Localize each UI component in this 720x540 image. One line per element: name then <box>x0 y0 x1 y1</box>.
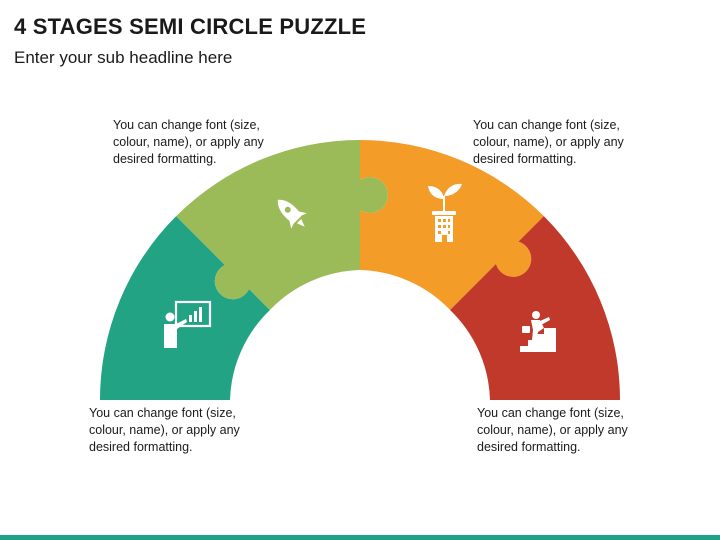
puzzle-segment-1 <box>100 216 270 400</box>
rocket-icon <box>277 199 307 229</box>
plant-growth-icon <box>428 183 462 242</box>
stage-4-description: You can change font (size, colour, name)… <box>477 406 628 454</box>
puzzle-segment-2 <box>176 139 388 310</box>
puzzle-segment-4 <box>450 216 620 400</box>
footer-bar <box>0 535 720 540</box>
presentation-chart-icon <box>164 300 212 348</box>
climbing-stairs-icon <box>520 311 556 352</box>
page-subtitle: Enter your sub headline here <box>14 48 233 67</box>
page-title: 4 STAGES SEMI CIRCLE PUZZLE <box>14 14 367 39</box>
stage-3-description: You can change font (size, colour, name)… <box>473 118 624 166</box>
stage-1-description: You can change font (size, colour, name)… <box>89 406 240 454</box>
stage-2-description: You can change font (size, colour, name)… <box>113 118 264 166</box>
